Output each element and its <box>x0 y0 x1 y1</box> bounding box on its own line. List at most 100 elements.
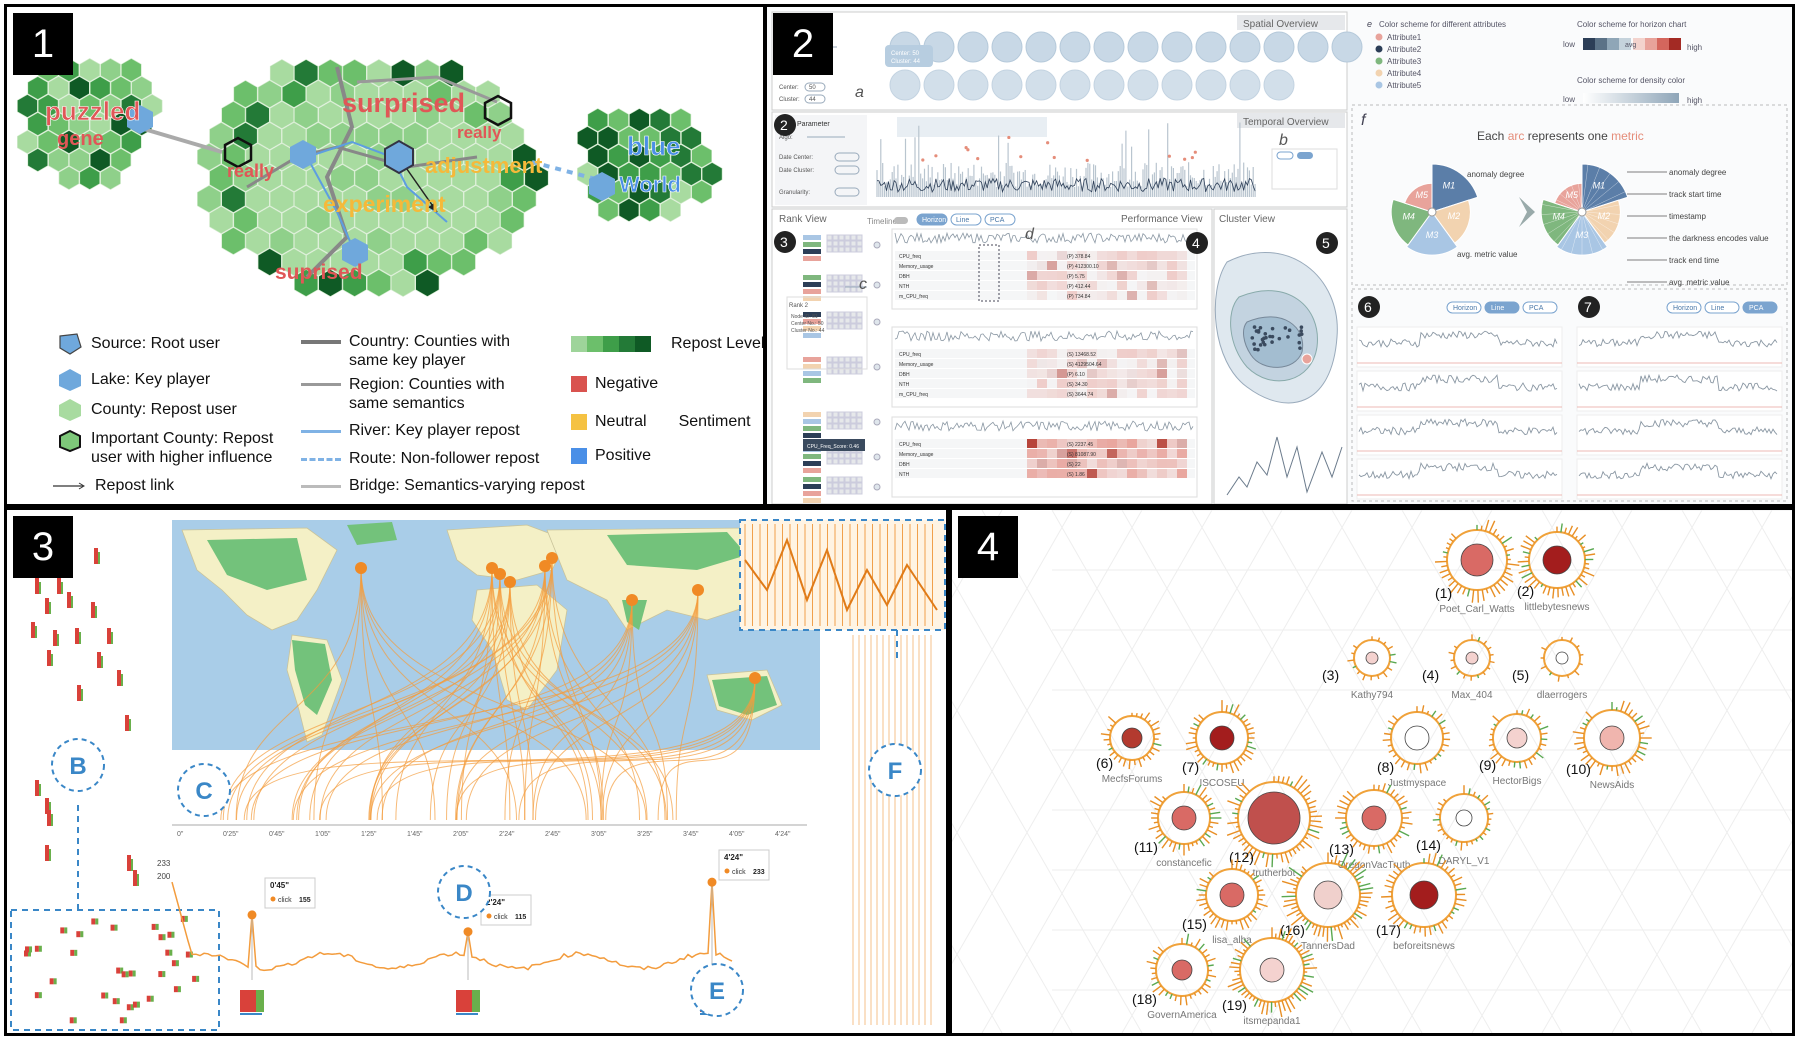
rank-cell <box>826 240 833 247</box>
user-glyph-spike <box>1301 953 1313 959</box>
metric-horizon-cell <box>1147 439 1157 448</box>
left-glyph-bar <box>97 652 101 668</box>
user-glyph-spike <box>1513 761 1516 768</box>
metric-horizon-cell <box>1167 369 1177 378</box>
user-glyph-spike <box>1195 840 1199 845</box>
user-glyph-spike <box>1499 535 1505 541</box>
tooltip-label: click <box>732 869 746 876</box>
user-glyph-spike <box>1322 926 1325 937</box>
granularity-select[interactable] <box>834 187 860 197</box>
node-number-label: (12) <box>1229 849 1254 865</box>
county-hex <box>524 164 549 192</box>
user-glyph-spike <box>1246 727 1254 731</box>
user-glyph-spike <box>1393 793 1399 799</box>
cluster-point <box>1270 326 1275 331</box>
user-glyph-spike <box>1198 943 1205 951</box>
user-glyph-spike <box>1401 821 1413 825</box>
metric-horizon-cell <box>1027 271 1037 280</box>
metric-horizon-cell <box>1047 281 1057 290</box>
county-hex <box>427 248 452 276</box>
user-glyph-spike <box>1381 895 1393 898</box>
legend-positive: Positive <box>571 447 651 465</box>
user-glyph-spike <box>1225 763 1228 769</box>
left-glyph-accent <box>98 552 100 564</box>
user-glyph-spike <box>1240 941 1249 950</box>
center-input[interactable] <box>804 82 826 92</box>
cluster-input[interactable] <box>804 94 826 104</box>
tooltip-time: 4'24" <box>724 853 743 862</box>
user-glyph-spike <box>1184 995 1188 1006</box>
user-glyph-spike <box>1118 757 1123 763</box>
user-glyph-spike <box>1204 832 1211 838</box>
grid-line <box>952 510 1213 965</box>
cluster-overview-circle <box>1059 31 1091 63</box>
click-flow-line <box>222 573 501 821</box>
county-hex <box>17 130 38 154</box>
user-glyph-core <box>1506 727 1528 749</box>
metric-horizon-cell <box>1177 349 1187 358</box>
metric-row <box>895 459 1195 468</box>
user-glyph-spike <box>1487 823 1491 826</box>
user-glyph-spike <box>1193 717 1202 724</box>
user-glyph-spike <box>1292 848 1297 855</box>
user-glyph-spike <box>1252 996 1256 1001</box>
date-cluster-select[interactable] <box>834 165 860 175</box>
spatial-overview-tab[interactable] <box>1237 15 1345 30</box>
timeline-toggle[interactable] <box>894 217 908 224</box>
node-number-label: (15) <box>1182 916 1207 932</box>
node-name-label: trutherbot <box>1253 868 1296 879</box>
user-glyph-spike <box>1477 636 1481 642</box>
rank-cell <box>838 280 845 287</box>
click-flow-line <box>243 677 756 821</box>
user-glyph-spike <box>1639 741 1649 745</box>
user-glyph-spike <box>1109 724 1114 728</box>
user-glyph-spike <box>1256 885 1261 888</box>
horizon-color-ramp <box>1583 38 1681 50</box>
click-flow-line <box>456 565 546 821</box>
user-glyph-spike <box>1506 563 1520 566</box>
county-hex <box>257 248 282 276</box>
rank-cell <box>826 476 833 483</box>
callout-circle <box>868 743 922 797</box>
user-glyph-spike <box>1524 556 1530 559</box>
user-glyph-spike <box>1401 811 1412 815</box>
user-glyph-spike <box>1359 899 1369 903</box>
user-glyph-spike <box>1202 758 1208 765</box>
cluster-overview-circle <box>1161 69 1193 101</box>
grid-line <box>1401 510 1703 1033</box>
date-center-select[interactable] <box>834 152 860 162</box>
user-glyph-spike <box>1288 866 1303 878</box>
rank-cell <box>844 423 851 430</box>
county-hex <box>608 144 629 168</box>
metric-horizon-cell <box>1117 251 1127 260</box>
user-glyph-spike <box>1426 710 1430 715</box>
click-flow-line <box>631 599 669 821</box>
rank-connector-dot <box>873 363 881 371</box>
rank-cell <box>850 476 857 483</box>
user-glyph-core <box>1313 880 1343 910</box>
user-glyph-spike <box>1232 977 1242 981</box>
user-glyph-spike <box>1489 586 1496 598</box>
user-glyph-spike <box>1229 966 1241 969</box>
rank-cell <box>832 356 839 363</box>
user-glyph-spike <box>1606 765 1609 770</box>
user-glyph-core <box>1542 545 1572 575</box>
arc-tick <box>1578 183 1583 213</box>
county-hex <box>378 80 404 108</box>
user-glyph-spike <box>1214 917 1221 929</box>
county-hex <box>391 101 416 129</box>
user-glyph-spike <box>1394 757 1401 765</box>
user-glyph-spike <box>1150 976 1158 980</box>
metric-horizon-cell <box>1157 439 1167 448</box>
user-glyph-spike <box>1306 832 1320 840</box>
user-glyph-spike <box>1358 842 1362 847</box>
user-glyph-spike <box>1158 988 1165 996</box>
user-glyph-spike <box>1232 957 1242 962</box>
callout-circle <box>437 865 491 919</box>
user-glyph-spike <box>1239 755 1246 762</box>
grid-line <box>952 510 1073 721</box>
user-glyph-spike <box>1574 741 1585 745</box>
word-blue: blue <box>627 131 680 161</box>
metric-horizon-cell <box>1077 281 1087 290</box>
temporal-overview-tab[interactable] <box>1237 113 1345 128</box>
